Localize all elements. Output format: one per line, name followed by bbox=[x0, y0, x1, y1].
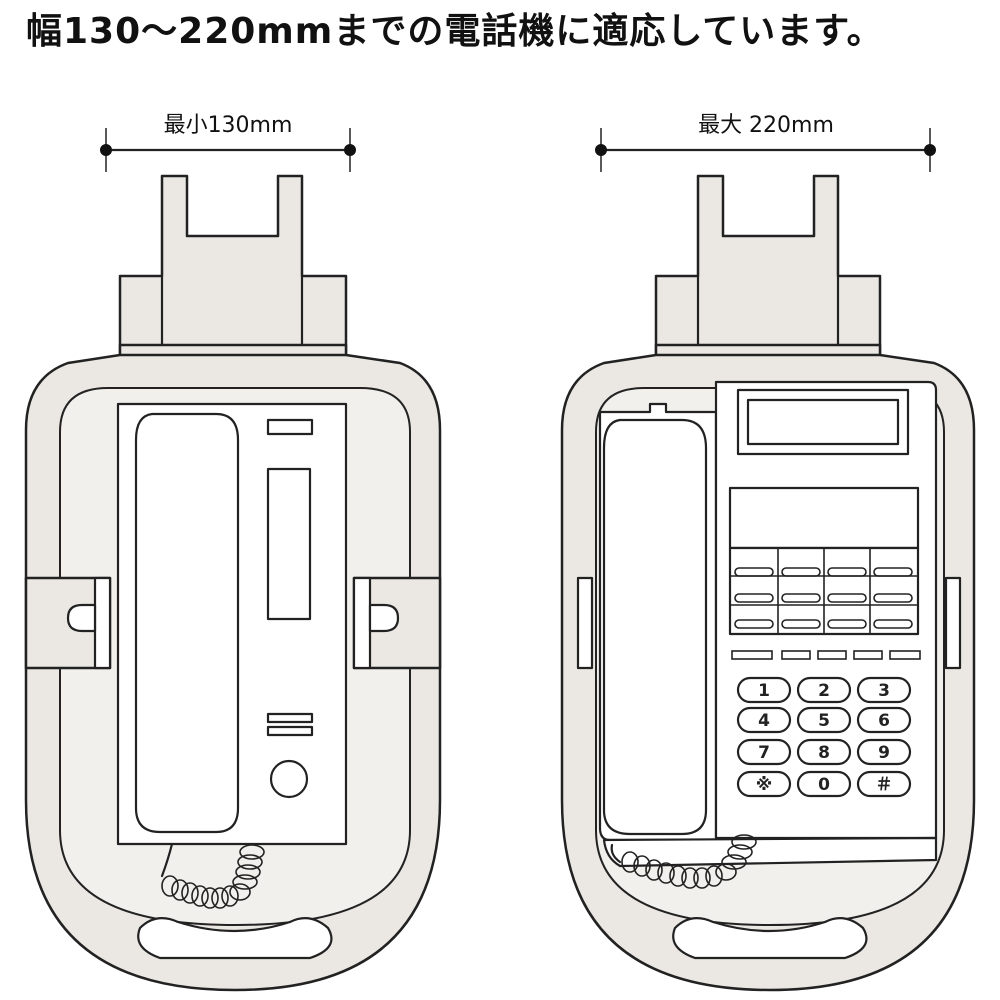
keypad-key-label: 5 bbox=[818, 711, 830, 731]
page-title: 幅130〜220mmまでの電話機に適応しています。 bbox=[26, 11, 884, 52]
right-holder: 最大 220mm bbox=[560, 113, 976, 992]
keypad-key bbox=[856, 706, 912, 734]
keypad-key-label: 0 bbox=[818, 775, 830, 795]
right-display-window bbox=[728, 486, 920, 550]
keypad-key-label: 9 bbox=[878, 743, 890, 763]
right-function-keys bbox=[728, 546, 920, 636]
keypad-key-label: 3 bbox=[878, 681, 890, 701]
left-dimension-line bbox=[100, 128, 356, 172]
keypad-key bbox=[856, 770, 912, 798]
keypad-key-label: 7 bbox=[758, 743, 770, 763]
keypad-key bbox=[736, 706, 792, 734]
left-top-clip bbox=[118, 174, 348, 357]
keypad-key bbox=[736, 770, 792, 798]
right-width-label: 最大 220mm bbox=[698, 113, 834, 138]
keypad-key-label: 6 bbox=[878, 711, 890, 731]
right-handset bbox=[602, 418, 708, 836]
keypad-key bbox=[796, 706, 852, 734]
keypad-key bbox=[796, 770, 852, 798]
keypad-key bbox=[796, 738, 852, 766]
right-coil-cord bbox=[610, 834, 757, 889]
keypad-key bbox=[736, 738, 792, 766]
left-carry-handle bbox=[137, 917, 333, 960]
keypad-key-label: 8 bbox=[818, 743, 830, 763]
left-holder: 最小130mm bbox=[24, 113, 442, 992]
right-dimension-line bbox=[595, 128, 936, 172]
left-coil-cord bbox=[160, 842, 265, 909]
keypad-key-label: 4 bbox=[758, 711, 770, 731]
right-top-clip bbox=[654, 174, 882, 357]
keypad-key bbox=[796, 676, 852, 704]
left-handset bbox=[134, 412, 240, 834]
right-keypad: 1 2 3 4 5 6 7 8 9 ※ 0 ＃ bbox=[736, 676, 912, 798]
keypad-key-label: ＃ bbox=[876, 775, 893, 795]
keypad-key-label: 1 bbox=[758, 681, 770, 701]
keypad-key bbox=[856, 738, 912, 766]
right-soft-keys bbox=[731, 650, 921, 660]
keypad-key bbox=[736, 676, 792, 704]
keypad-key bbox=[856, 676, 912, 704]
keypad-key-label: 2 bbox=[818, 681, 830, 701]
keypad-key-label: ※ bbox=[756, 775, 773, 795]
left-width-label: 最小130mm bbox=[164, 113, 293, 138]
right-carry-handle bbox=[672, 917, 868, 960]
